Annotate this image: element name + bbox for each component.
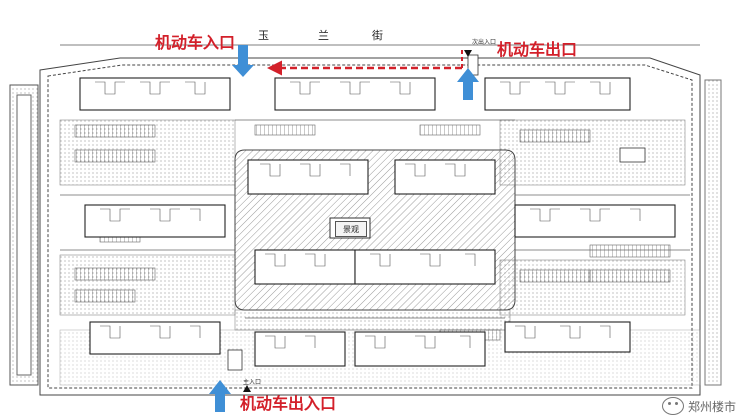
parking-rows [74, 124, 671, 341]
building-inner-ne [394, 159, 496, 195]
street-name-char-1: 玉 [258, 29, 269, 42]
entry-arrow-icon [232, 45, 254, 77]
building-mid-left [84, 204, 226, 238]
small-exit-note: 次出入口 [472, 39, 497, 46]
entry-exit-bottom-label: 机动车出入口 [240, 394, 337, 413]
site-boundary [39, 57, 701, 396]
building-inner-sw [254, 249, 356, 285]
left-strip-building [9, 84, 39, 386]
landscape-areas [59, 119, 701, 386]
building-bottom-left [89, 321, 221, 355]
entry-exit-arrow-icon [209, 380, 231, 412]
buildings [79, 77, 676, 367]
building-bottom-right [504, 321, 631, 353]
right-strip [704, 79, 722, 386]
small-entry-note: 主入口 [243, 379, 262, 386]
blue-arrows [209, 45, 479, 412]
small-structures [227, 54, 646, 371]
building-inner-nw [247, 159, 369, 195]
gate-markers [243, 50, 472, 392]
watermark: 郑州楼市 [661, 397, 736, 415]
exit-arrow-icon [457, 68, 479, 100]
building-inner-se [354, 249, 496, 285]
exit-top-label: 机动车出口 [497, 40, 578, 59]
internal-roads [60, 119, 690, 319]
building-details [95, 81, 641, 349]
building-bottom-center-left [254, 331, 346, 367]
street-name-char-2: 兰 [318, 29, 329, 42]
vehicle-route [267, 50, 463, 76]
chat-icon [661, 397, 684, 415]
building-bottom-center-right [354, 331, 486, 367]
center-landscape-tag: 景观 [335, 221, 367, 237]
watermark-text: 郑州楼市 [687, 399, 736, 414]
entry-top-label: 机动车入口 [155, 33, 236, 52]
street-name-char-3: 街 [372, 29, 383, 42]
